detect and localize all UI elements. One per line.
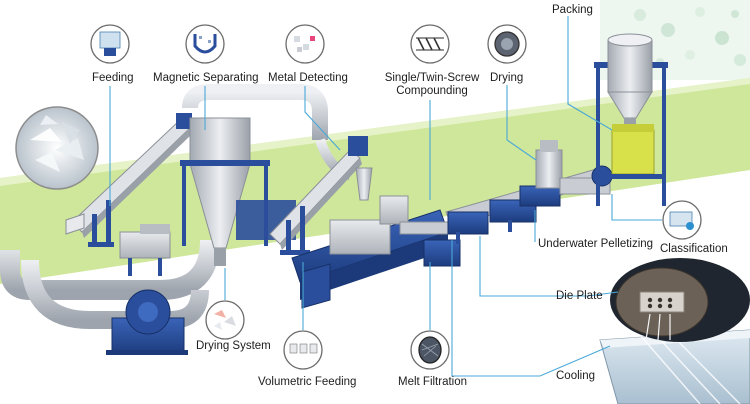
label-classification: Classification [660, 243, 728, 255]
die-plate-closeup [610, 258, 750, 342]
melt-filter-icon [410, 330, 450, 370]
volumetric-feeding-icon [283, 330, 323, 370]
packing-station [594, 33, 668, 206]
classification-icon [662, 200, 702, 240]
magnet-icon [185, 24, 225, 64]
leader-classification [611, 194, 662, 221]
leader-drying [506, 85, 537, 161]
leader-cooling [451, 240, 611, 377]
label-compounding-line2: Compounding [396, 85, 468, 97]
label-compounding: Single/Twin-Screw Compounding [384, 72, 480, 98]
label-die-plate: Die Plate [556, 290, 603, 302]
label-underwater-pelletizing: Underwater Pelletizing [538, 238, 654, 250]
leader-packing [567, 16, 613, 131]
label-magnetic-separating: Magnetic Separating [153, 72, 259, 84]
screw-icon [410, 24, 450, 64]
drying-system-icon [205, 300, 245, 340]
callout-circles [90, 24, 702, 370]
label-feeding: Feeding [92, 72, 134, 84]
leader-metal [304, 86, 341, 151]
pneumatic-piping [0, 84, 352, 329]
feeding-icon [90, 24, 130, 64]
leader-lines [109, 16, 662, 377]
magnetic-separator-unit [119, 224, 171, 276]
flakes-photo [15, 106, 99, 190]
blower-unit [106, 289, 188, 355]
label-volumetric-feeding: Volumetric Feeding [258, 376, 357, 388]
metal-detector-icon [285, 24, 325, 64]
cyclone-separator [180, 117, 296, 266]
label-drying: Drying [490, 72, 524, 84]
feeding-conveyor [65, 113, 192, 247]
leader-dieplate [479, 236, 619, 297]
label-packing: Packing [552, 4, 593, 16]
label-drying-system: Drying System [196, 340, 271, 352]
label-compounding-line1: Single/Twin-Screw [384, 72, 480, 84]
label-metal-detecting: Metal Detecting [268, 72, 348, 84]
drying-drum-icon [487, 24, 527, 64]
label-melt-filtration: Melt Filtration [398, 376, 468, 388]
label-cooling: Cooling [556, 370, 595, 382]
metal-detecting-conveyor [269, 136, 368, 255]
